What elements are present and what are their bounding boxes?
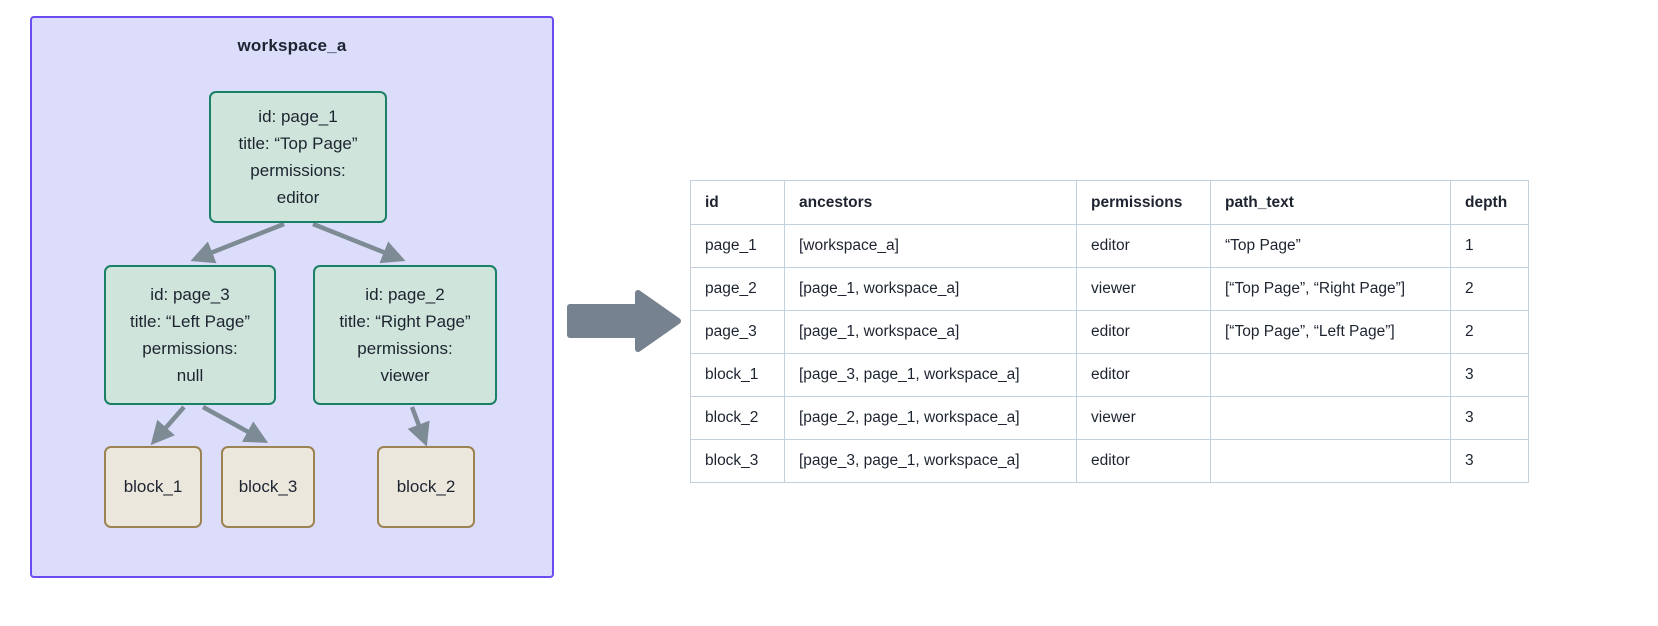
cell-path-text (1210, 396, 1451, 440)
cell-ancestors: [page_1, workspace_a] (784, 310, 1077, 354)
node-page_3[interactable]: id: page_3 title: “Left Page” permission… (104, 265, 276, 405)
cell-depth: 3 (1450, 396, 1529, 440)
cell-path-text: [“Top Page”, “Left Page”] (1210, 310, 1451, 354)
node-page_3-id: id: page_3 (150, 285, 230, 304)
column-header-depth: depth (1450, 180, 1529, 225)
cell-path-text (1210, 353, 1451, 397)
cell-path-text (1210, 439, 1451, 483)
cell-permissions: viewer (1076, 267, 1211, 311)
node-page_3-permissions-value: null (176, 366, 204, 385)
result-table-container: id ancestors permissions path_text depth… (690, 180, 1529, 483)
cell-permissions: editor (1076, 224, 1211, 268)
node-page_2-id: id: page_2 (365, 285, 445, 304)
node-page_3-permissions-label: permissions: (142, 339, 238, 358)
node-page_2-permissions-label: permissions: (357, 339, 453, 358)
cell-ancestors: [page_1, workspace_a] (784, 267, 1077, 311)
cell-path-text: “Top Page” (1210, 224, 1451, 268)
table-row: page_3 [page_1, workspace_a] editor [“To… (690, 310, 1529, 354)
node-block_3[interactable]: block_3 (221, 446, 315, 528)
result-table: id ancestors permissions path_text depth… (690, 180, 1529, 483)
node-page_2-title: title: “Right Page” (339, 312, 471, 331)
column-header-id: id (690, 180, 785, 225)
table-header-row: id ancestors permissions path_text depth (690, 180, 1529, 225)
cell-id: block_1 (690, 353, 785, 397)
node-page_1-permissions-label: permissions: (250, 161, 346, 180)
node-block_2-label: block_2 (396, 477, 456, 496)
cell-id: page_3 (690, 310, 785, 354)
cell-id: page_1 (690, 224, 785, 268)
cell-permissions: editor (1076, 439, 1211, 483)
node-page_1[interactable]: id: page_1 title: “Top Page” permissions… (209, 91, 387, 223)
cell-depth: 3 (1450, 439, 1529, 483)
node-page_2[interactable]: id: page_2 title: “Right Page” permissio… (313, 265, 497, 405)
cell-path-text: [“Top Page”, “Right Page”] (1210, 267, 1451, 311)
table-row: block_1 [page_3, page_1, workspace_a] ed… (690, 353, 1529, 397)
cell-permissions: editor (1076, 353, 1211, 397)
cell-id: block_2 (690, 396, 785, 440)
cell-permissions: viewer (1076, 396, 1211, 440)
transition-arrow-icon (567, 290, 681, 352)
column-header-permissions: permissions (1076, 180, 1211, 225)
workspace-container: workspace_a id: page_1 title: “Top Page”… (30, 16, 554, 578)
node-block_1-label: block_1 (123, 477, 183, 496)
table-row: block_3 [page_3, page_1, workspace_a] ed… (690, 439, 1529, 483)
table-row: page_1 [workspace_a] editor “Top Page” 1 (690, 224, 1529, 268)
node-block_1[interactable]: block_1 (104, 446, 202, 528)
node-page_1-title: title: “Top Page” (238, 134, 358, 153)
node-page_1-permissions-value: editor (276, 188, 320, 207)
cell-ancestors: [page_2, page_1, workspace_a] (784, 396, 1077, 440)
node-block_2[interactable]: block_2 (377, 446, 475, 528)
cell-depth: 3 (1450, 353, 1529, 397)
table-row: block_2 [page_2, page_1, workspace_a] vi… (690, 396, 1529, 440)
node-page_3-title: title: “Left Page” (129, 312, 250, 331)
cell-id: block_3 (690, 439, 785, 483)
cell-ancestors: [page_3, page_1, workspace_a] (784, 353, 1077, 397)
column-header-ancestors: ancestors (784, 180, 1077, 225)
node-page_1-id: id: page_1 (258, 107, 338, 126)
cell-ancestors: [workspace_a] (784, 224, 1077, 268)
cell-ancestors: [page_3, page_1, workspace_a] (784, 439, 1077, 483)
node-page_2-permissions-value: viewer (380, 366, 430, 385)
cell-depth: 2 (1450, 267, 1529, 311)
cell-permissions: editor (1076, 310, 1211, 354)
column-header-path-text: path_text (1210, 180, 1451, 225)
node-block_3-label: block_3 (238, 477, 298, 496)
table-row: page_2 [page_1, workspace_a] viewer [“To… (690, 267, 1529, 311)
cell-depth: 2 (1450, 310, 1529, 354)
workspace-title: workspace_a (237, 36, 347, 55)
cell-depth: 1 (1450, 224, 1529, 268)
cell-id: page_2 (690, 267, 785, 311)
